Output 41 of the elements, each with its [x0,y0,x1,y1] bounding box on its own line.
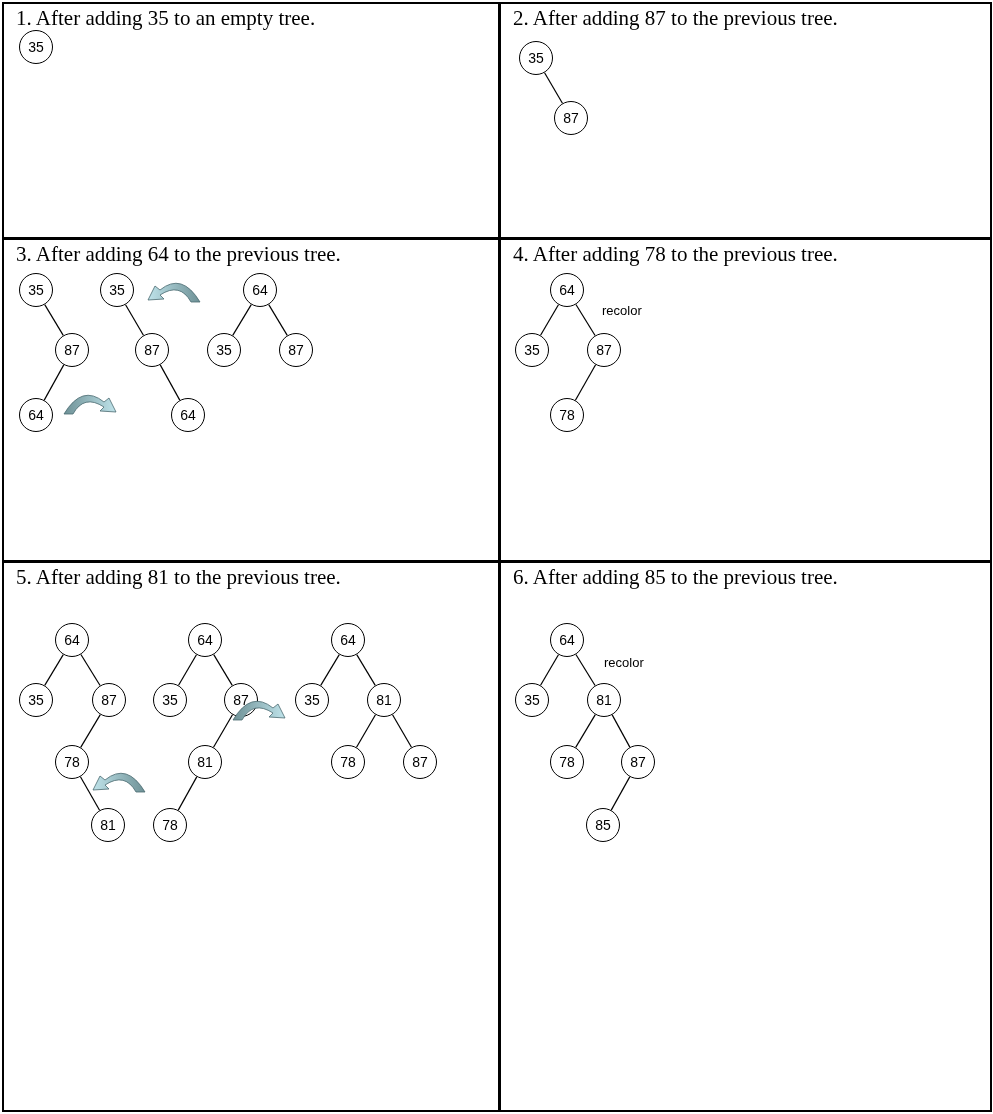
tree-edge [124,304,145,336]
tree-edge [391,714,413,748]
diagram-panel [499,238,992,562]
tree-edge [212,714,234,748]
tree-edge [575,653,596,687]
diagram-panel [2,2,500,239]
tree-edge [575,714,596,748]
tree-edge [44,303,64,337]
tree-edge [232,303,252,337]
panel-heading: 1. After adding 35 to an empty tree. [16,5,316,32]
diagram-panel [2,238,500,562]
tree-edge [177,776,198,811]
tree-edge [575,303,596,337]
tree-edge [268,303,288,337]
tree-edge [539,654,560,686]
diagram-panel [499,561,992,1112]
tree-edge [543,72,564,104]
tree-edge [159,364,181,401]
tree-edge [79,776,101,811]
annotation-text: recolor [604,655,644,671]
tree-edge [43,364,65,401]
tree-edge [213,654,233,686]
tree-edge [611,714,631,748]
tree-edge [177,654,198,686]
tree-edge [539,304,560,336]
tree-edge [356,654,376,686]
annotation-text: recolor [602,303,642,319]
tree-edge [80,714,101,748]
tree-edge [574,364,597,401]
panel-heading: 5. After adding 81 to the previous tree. [16,564,341,591]
panel-heading: 4. After adding 78 to the previous tree. [513,241,838,268]
diagram-panel [2,561,500,1112]
tree-edge [44,654,64,686]
tree-edge [355,714,377,748]
diagram-panel [499,2,992,239]
tree-edge [80,653,101,687]
panel-heading: 6. After adding 85 to the previous tree. [513,564,838,591]
panel-heading: 2. After adding 87 to the previous tree. [513,5,838,32]
panel-heading: 3. After adding 64 to the previous tree. [16,241,341,268]
tree-edge [610,776,631,811]
tree-edge [320,654,340,686]
